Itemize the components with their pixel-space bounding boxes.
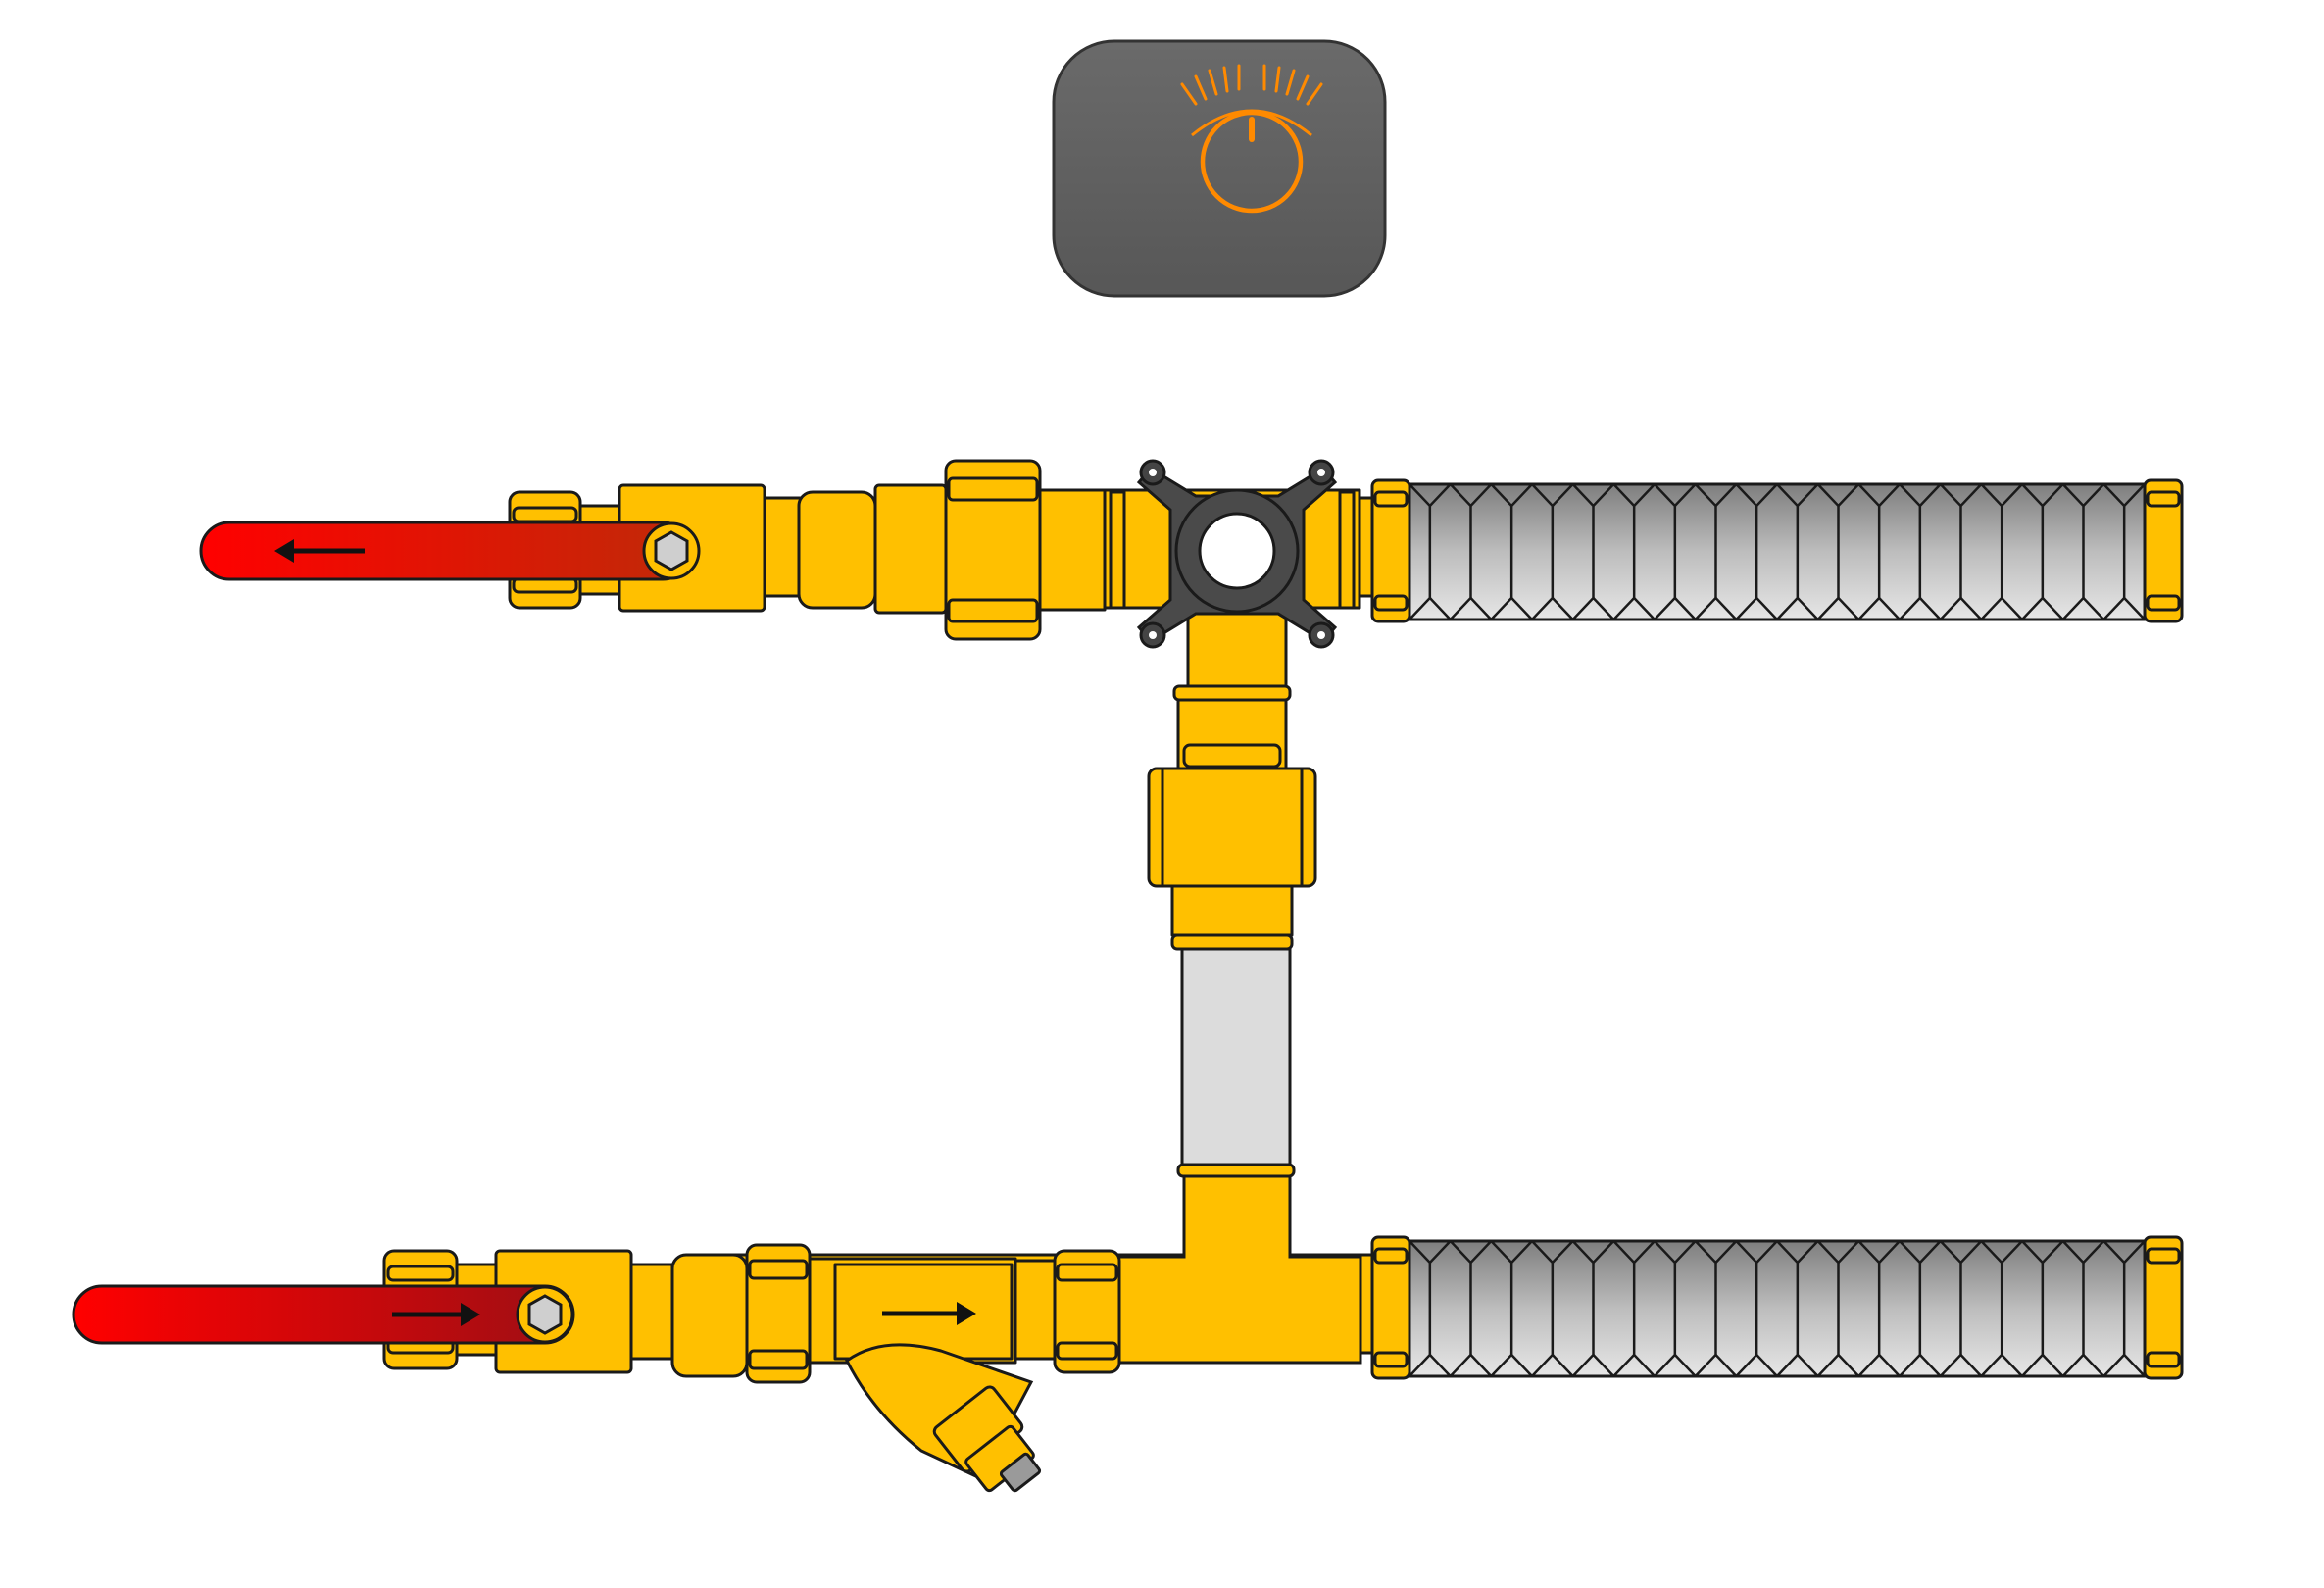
hose-fold [1837, 1240, 1860, 1377]
hose-fold [1857, 483, 1881, 620]
hose-fold [1694, 483, 1717, 620]
hose-fold [2102, 1240, 2126, 1377]
hose-fold [1796, 483, 1819, 620]
hose-fold [1409, 1240, 1432, 1377]
hose-fold [1673, 1240, 1697, 1377]
hose-fold [1571, 1240, 1595, 1377]
hose-fold [2061, 483, 2085, 620]
hose-fold [1899, 1240, 1922, 1377]
hose-fold [1571, 483, 1595, 620]
hose-fold [1980, 1240, 2003, 1377]
hose-fold [2061, 1240, 2085, 1377]
upper-flexible-hose [1370, 478, 2184, 623]
hose-fold [1837, 483, 1860, 620]
hose-fold [1755, 1240, 1778, 1377]
hose-fold [1449, 1240, 1472, 1377]
hose-fold [1735, 1240, 1758, 1377]
hose-fold [2001, 483, 2023, 620]
temperature-dial-icon [1180, 64, 1323, 214]
lower-valve-handle [72, 1284, 575, 1345]
hose-fold [1878, 1240, 1901, 1377]
hose-fold [1980, 483, 2003, 620]
hose-fold [2123, 483, 2146, 620]
hose-fold [1878, 483, 1901, 620]
hose-fold [1654, 483, 1677, 620]
lower-line [72, 1174, 2184, 1493]
arrow-left-icon [274, 539, 365, 563]
y-strainer [808, 1249, 1121, 1493]
hose-fold [2001, 1240, 2023, 1377]
hose-fold [1531, 483, 1555, 620]
upper-valve-handle [199, 521, 701, 581]
mixing-valve [1103, 459, 1361, 698]
hose-fold [2102, 483, 2126, 620]
hose-fold [1510, 1240, 1533, 1377]
hose-fold [1776, 1240, 1800, 1377]
hose-fold [1531, 1240, 1555, 1377]
hex-nut-icon [516, 1285, 574, 1344]
temperature-controller [1052, 39, 1387, 298]
hose-fold [1816, 483, 1840, 620]
hose-fold [2021, 1240, 2045, 1377]
hose-fold [1714, 1240, 1738, 1377]
hose-fold [1592, 483, 1615, 620]
upper-line [199, 459, 2184, 698]
hose-fold [1959, 483, 1983, 620]
hose-fold [2123, 1240, 2146, 1377]
arrow-right-icon [392, 1303, 480, 1326]
lower-flexible-hose [1370, 1235, 2184, 1380]
arrow-right-icon [882, 1302, 976, 1325]
hose-fold [1449, 483, 1472, 620]
hose-fold [1490, 483, 1513, 620]
hose-fold [1857, 1240, 1881, 1377]
hose-fold [1694, 1240, 1717, 1377]
hose-fold [1592, 1240, 1615, 1377]
hose-fold [1490, 1240, 1513, 1377]
hose-fold [1755, 483, 1778, 620]
hose-fold [1939, 1240, 1962, 1377]
hose-fold [1796, 1240, 1819, 1377]
hose-fold [2082, 1240, 2105, 1377]
hose-fold [1469, 483, 1493, 620]
hose-fold [1612, 483, 1636, 620]
bypass-pipe [1180, 947, 1292, 1166]
hose-fold [1654, 1240, 1677, 1377]
hex-nut-icon [642, 521, 701, 580]
hose-fold [1551, 483, 1574, 620]
hose-fold [2021, 483, 2045, 620]
hose-fold [1409, 483, 1432, 620]
hose-fold [2082, 483, 2105, 620]
hose-fold [2041, 1240, 2064, 1377]
hose-fold [1899, 483, 1922, 620]
hose-fold [1776, 483, 1800, 620]
hose-fold [1816, 1240, 1840, 1377]
hose-fold [1714, 483, 1738, 620]
hose-fold [1918, 483, 1942, 620]
hose-fold [1939, 483, 1962, 620]
hose-fold [2041, 483, 2064, 620]
hose-fold [1428, 483, 1452, 620]
hose-fold [1612, 1240, 1636, 1377]
vertical-bypass [1147, 684, 1317, 1178]
hose-fold [1918, 1240, 1942, 1377]
hose-fold [1633, 483, 1656, 620]
hose-fold [1735, 483, 1758, 620]
hose-fold [1959, 1240, 1983, 1377]
hose-fold [1633, 1240, 1656, 1377]
hose-fold [1551, 1240, 1574, 1377]
hose-fold [1673, 483, 1697, 620]
hose-fold [1428, 1240, 1452, 1377]
hose-fold [1510, 483, 1533, 620]
hose-fold [1469, 1240, 1493, 1377]
valve-cross-handle [1136, 459, 1338, 649]
